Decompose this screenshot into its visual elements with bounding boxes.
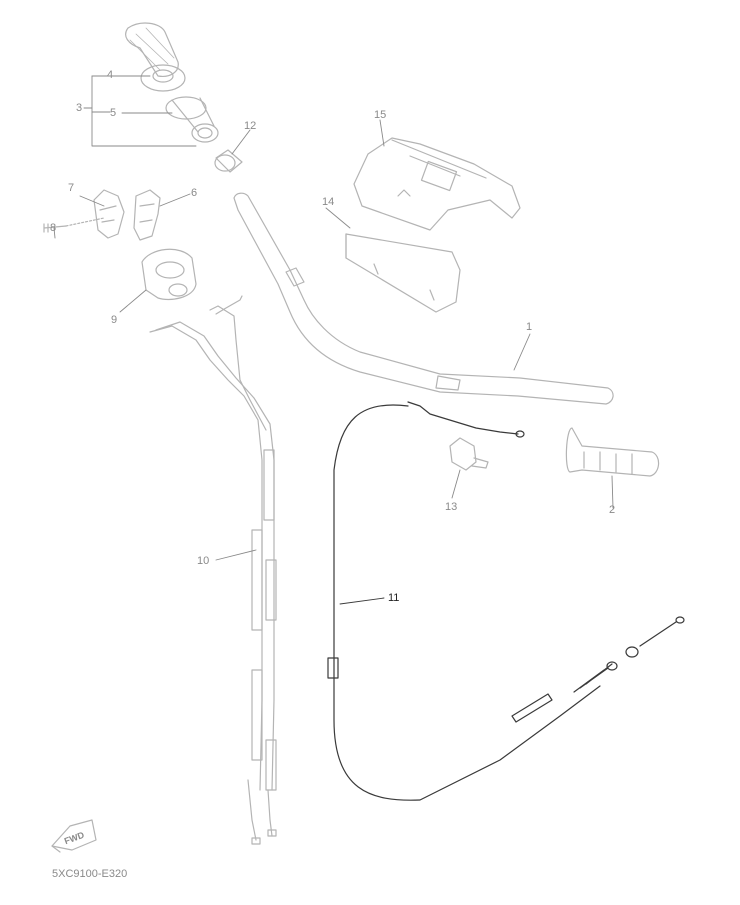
- part-label-14: 14: [322, 196, 335, 208]
- part-label-12: 12: [244, 120, 257, 132]
- clutch-cable-11: [327, 401, 685, 801]
- throttle-housing-half-7: [93, 189, 125, 239]
- throttle-cables-10: [149, 295, 277, 845]
- handlebar-1: [233, 192, 614, 405]
- part-label-1: 1: [526, 321, 533, 333]
- spacer-12: [214, 149, 243, 173]
- leader-lines: [53, 75, 614, 561]
- part-label-11: 11: [388, 592, 400, 604]
- part-label-10: 10: [197, 555, 210, 567]
- part-label-7: 7: [68, 182, 75, 194]
- part-label-15: 15: [374, 109, 387, 121]
- screw-8: [43, 217, 105, 233]
- fwd-arrow-icon: [51, 819, 97, 853]
- part-label-6: 6: [191, 187, 198, 199]
- part-label-2: 2: [609, 504, 616, 516]
- part-label-9: 9: [111, 314, 118, 326]
- part-label-8: 8: [50, 222, 57, 234]
- throttle-cover-9: [141, 248, 197, 301]
- cable-fitting-13: [449, 437, 489, 471]
- throttle-housing-half-6: [133, 189, 161, 241]
- part-label-13: 13: [445, 501, 458, 513]
- handlebar-cover-15: [353, 137, 521, 231]
- grip-2: [565, 427, 660, 477]
- part-label-5: 5: [110, 107, 117, 119]
- part-label-4: 4: [107, 69, 114, 81]
- leader-line-11: [339, 597, 385, 605]
- throttle-grip-assembly: [125, 22, 219, 143]
- part-label-3: 3: [76, 102, 83, 114]
- pad-14: [345, 233, 461, 313]
- diagram-code: 5XC9100-E320: [52, 868, 128, 880]
